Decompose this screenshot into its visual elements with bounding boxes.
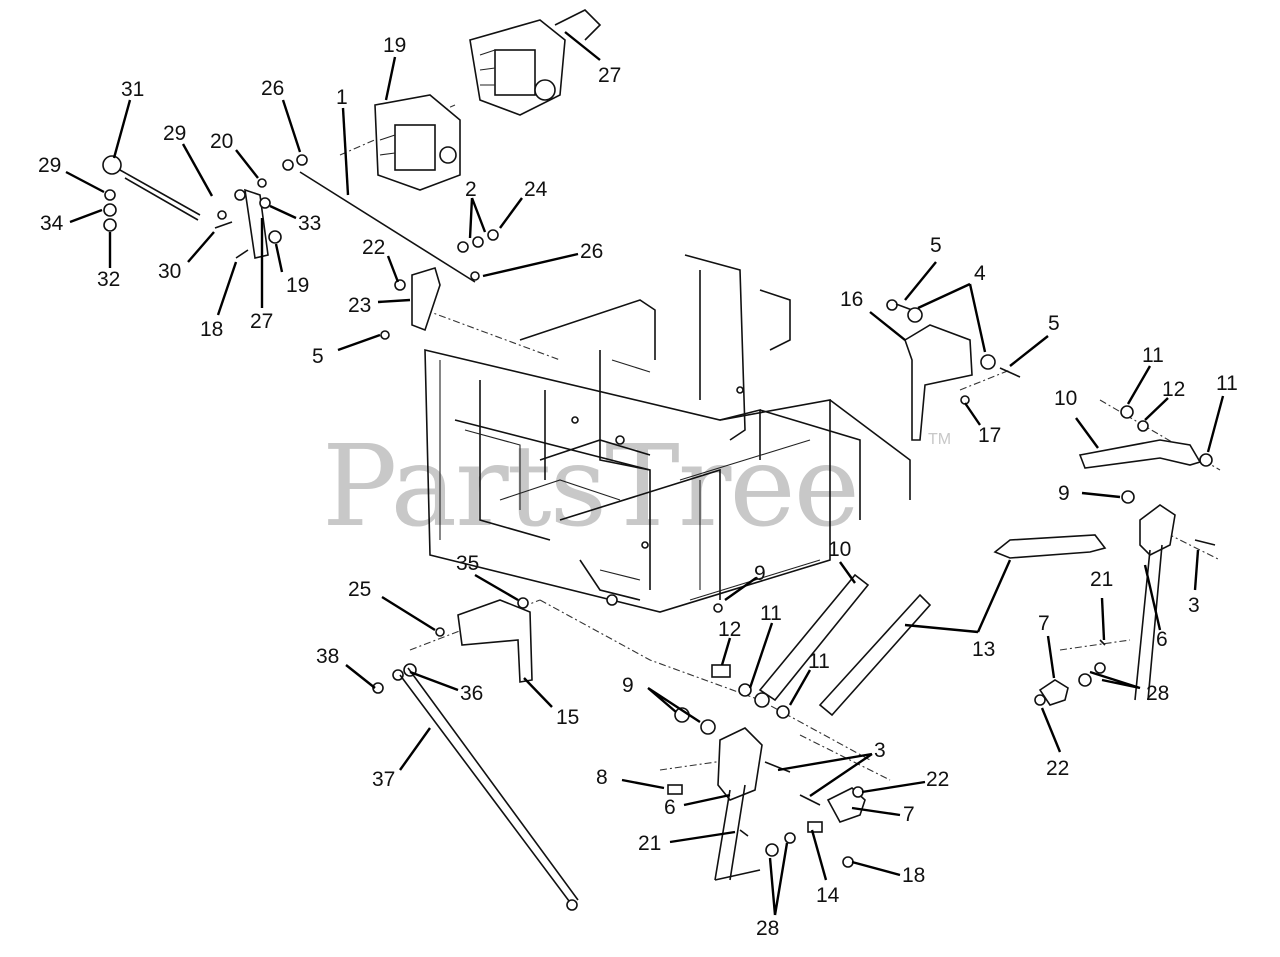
transmission-front xyxy=(374,94,461,191)
callout-5-right: 5 xyxy=(1048,312,1060,335)
callout-3-right: 3 xyxy=(1188,594,1200,617)
callout-38: 38 xyxy=(316,645,339,668)
callout-25: 25 xyxy=(348,578,371,601)
callout-5-left: 5 xyxy=(312,345,324,368)
callout-14: 14 xyxy=(816,884,840,907)
callout-37: 37 xyxy=(372,768,395,791)
callout-11-center: 11 xyxy=(760,602,782,625)
callout-21-lower: 21 xyxy=(638,832,661,855)
right-bracket xyxy=(886,299,1021,441)
callout-18-lower: 18 xyxy=(902,864,925,887)
callout-17: 17 xyxy=(978,424,1001,447)
callout-36: 36 xyxy=(460,682,483,705)
callout-19-top: 19 xyxy=(383,34,406,57)
callout-13: 13 xyxy=(972,638,995,661)
upper-linkage xyxy=(102,154,499,340)
lower-lever-assembly xyxy=(667,707,866,881)
callout-26-top: 26 xyxy=(261,77,284,100)
callout-4: 4 xyxy=(974,262,986,285)
callout-34: 34 xyxy=(40,212,64,235)
callout-2: 2 xyxy=(465,178,477,201)
callout-20: 20 xyxy=(210,130,233,153)
callout-6-right: 6 xyxy=(1156,628,1168,651)
callout-24: 24 xyxy=(524,178,548,201)
watermark: PartsTree TM xyxy=(322,422,951,552)
callout-9-center: 9 xyxy=(754,562,766,585)
callout-27-top: 27 xyxy=(598,64,621,87)
callout-28-right: 28 xyxy=(1146,682,1169,705)
leader-lines xyxy=(65,31,1225,916)
callout-35: 35 xyxy=(456,552,479,575)
callout-8: 8 xyxy=(596,766,608,789)
callout-22-right: 22 xyxy=(1046,757,1069,780)
watermark-text: PartsTree xyxy=(322,422,858,552)
frame-assembly xyxy=(424,254,911,613)
callout-labels: 31 29 34 32 29 30 20 33 18 27 19 26 1 19… xyxy=(38,34,1238,940)
lower-left-bracket xyxy=(372,597,579,911)
callout-11-right: 11 xyxy=(1216,372,1238,395)
callout-11-top: 11 xyxy=(1142,344,1164,367)
callout-31: 31 xyxy=(121,78,144,101)
callout-5-top: 5 xyxy=(930,234,942,257)
watermark-tm: TM xyxy=(928,431,951,448)
callout-10-center: 10 xyxy=(828,538,851,561)
callout-19-left: 19 xyxy=(286,274,309,297)
callout-1: 1 xyxy=(336,86,348,109)
callout-12-top: 12 xyxy=(1162,378,1185,401)
callout-6-lower: 6 xyxy=(664,796,676,819)
callout-10-right: 10 xyxy=(1054,387,1077,410)
callout-15: 15 xyxy=(556,706,579,729)
callout-3-lower: 3 xyxy=(874,739,886,762)
callout-11-center-right: 11 xyxy=(808,650,830,673)
callout-22-lower: 22 xyxy=(926,768,949,791)
callout-7-lower: 7 xyxy=(903,803,915,826)
callout-27-left: 27 xyxy=(250,310,273,333)
callout-30: 30 xyxy=(158,260,181,283)
callout-21-right: 21 xyxy=(1090,568,1113,591)
callout-9-right: 9 xyxy=(1058,482,1070,505)
callout-18: 18 xyxy=(200,318,223,341)
callout-23: 23 xyxy=(348,294,371,317)
callout-29-center: 29 xyxy=(163,122,186,145)
right-lever-assembly xyxy=(993,405,1216,706)
callout-22-upper: 22 xyxy=(362,236,385,259)
callout-32: 32 xyxy=(97,268,120,291)
callout-16: 16 xyxy=(840,288,863,311)
callout-33: 33 xyxy=(298,212,321,235)
callout-7-right: 7 xyxy=(1038,612,1050,635)
callout-29-left: 29 xyxy=(38,154,61,177)
bars xyxy=(711,573,932,719)
callout-26-middle: 26 xyxy=(580,240,603,263)
callout-28-lower: 28 xyxy=(756,917,779,940)
transmission-rear xyxy=(469,9,602,116)
callout-12-center: 12 xyxy=(718,618,741,641)
callout-9-lower: 9 xyxy=(622,674,634,697)
